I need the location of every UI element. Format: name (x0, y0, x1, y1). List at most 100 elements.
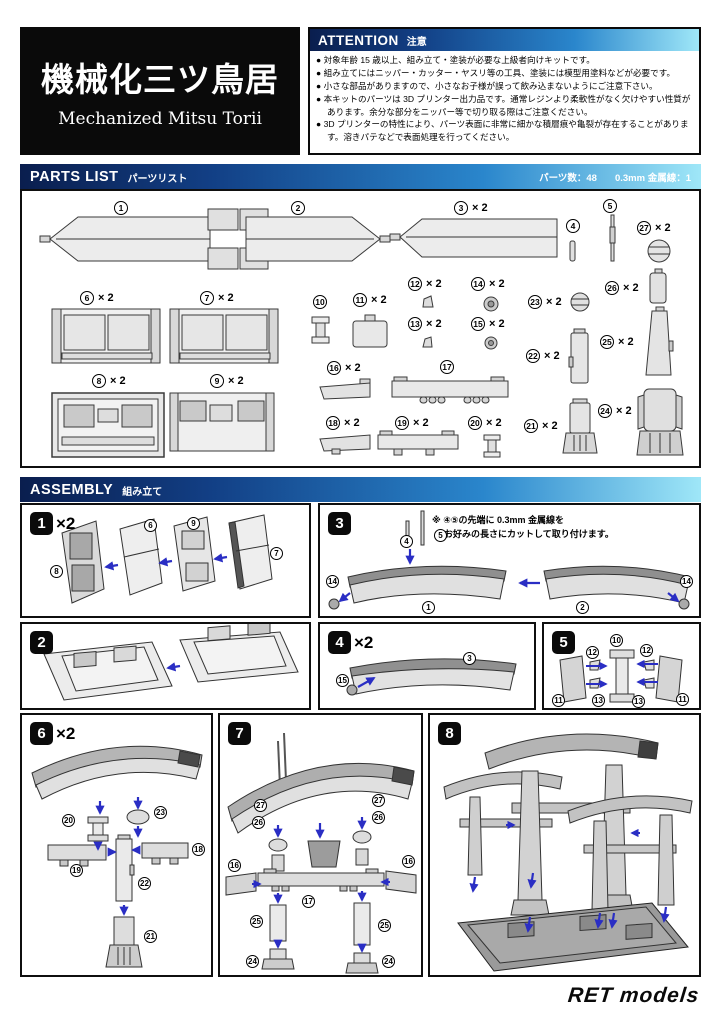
part-label-14: 14× 2 (471, 277, 505, 291)
step-7-diagram (225, 732, 417, 974)
callout-part: 26 (252, 816, 265, 829)
attention-bullet: ● 組み立てにはニッパー・カッター・ヤスリ等の工具、塗装には模型用塗料などが必要… (316, 67, 676, 78)
callout-part: 21 (144, 930, 157, 943)
callout-part: 11 (676, 693, 689, 706)
assembly-step-8: 8 (428, 713, 701, 977)
callout-part: 6 (144, 519, 157, 532)
callout-part: 10 (610, 634, 623, 647)
attention-heading: ATTENTION (318, 32, 399, 48)
step-3-badge: 3 (328, 512, 351, 535)
part-label-11: 11× 2 (353, 293, 387, 307)
callout-part: 16 (402, 855, 415, 868)
callout-part: 18 (192, 843, 205, 856)
callout-part: 23 (154, 806, 167, 819)
parts-list-heading: PARTS LIST (30, 168, 119, 185)
part-label-21: 21× 2 (524, 419, 558, 433)
part-label-19: 19× 2 (395, 416, 429, 430)
callout-part: 14 (326, 575, 339, 588)
step-5-diagram (559, 649, 683, 703)
callout-part: 5 (434, 529, 447, 542)
callout-part: 24 (382, 955, 395, 968)
callout-part: 19 (70, 864, 83, 877)
step-6-badge: 6 (30, 722, 53, 745)
part-label-9: 9× 2 (210, 374, 244, 388)
callout-part: 20 (62, 814, 75, 827)
part-label-6: 6× 2 (80, 291, 114, 305)
callout-part: 12 (640, 644, 653, 657)
callout-part: 16 (228, 859, 241, 872)
callout-part: 17 (302, 895, 315, 908)
step-8-badge: 8 (438, 722, 461, 745)
part-label-5: 5 (603, 199, 621, 213)
callout-part: 27 (372, 794, 385, 807)
callout-part: 12 (586, 646, 599, 659)
part-label-26: 26× 2 (605, 281, 639, 295)
callout-part: 26 (372, 811, 385, 824)
callout-part: 11 (552, 694, 565, 707)
part-label-23: 23× 2 (528, 295, 562, 309)
callout-part: 27 (254, 799, 267, 812)
callout-part: 24 (246, 955, 259, 968)
part-label-20: 20× 2 (468, 416, 502, 430)
part-label-17: 17 (440, 360, 458, 374)
assembly-step-2: 2 (20, 622, 311, 710)
part-label-18: 18× 2 (326, 416, 360, 430)
part-label-10: 10 (313, 295, 331, 309)
parts-sheet-illustration (39, 208, 684, 458)
assembly-step-5: 5 10 12 12 11 13 13 11 (542, 622, 701, 710)
part-label-15: 15× 2 (471, 317, 505, 331)
step-1-diagram (61, 514, 273, 604)
part-label-22: 22× 2 (526, 349, 560, 363)
step-2-badge: 2 (30, 631, 53, 654)
callout-part: 4 (400, 535, 413, 548)
callout-part: 13 (632, 695, 645, 708)
callout-part: 15 (336, 674, 349, 687)
callout-part: 2 (576, 601, 589, 614)
callout-part: 14 (680, 575, 693, 588)
attention-bullet: ● 対象年齢 15 歳以上、組み立て・塗装が必要な上級者向けキットです。 (316, 55, 595, 65)
kit-title-english: Mechanized Mitsu Torii (58, 109, 262, 129)
parts-list-header: PARTS LIST パーツリスト パーツ数：48 0.3mm 金属線：1 (20, 164, 701, 189)
step-4-diagram (346, 658, 517, 696)
step-8-diagram (443, 733, 693, 972)
title-block: 機械化三ツ鳥居 Mechanized Mitsu Torii (20, 27, 300, 155)
callout-part: 7 (270, 547, 283, 560)
part-label-2: 2 (291, 201, 309, 215)
assembly-step-6: 6×2 (20, 713, 213, 977)
part-label-12: 12× 2 (408, 277, 442, 291)
step-4-badge: 4 (328, 631, 351, 654)
step-1-badge: 1 (30, 512, 53, 535)
kit-title-japanese: 機械化三ツ鳥居 (41, 60, 279, 99)
part-label-16: 16× 2 (327, 361, 361, 375)
attention-heading-jp: 注意 (406, 36, 427, 48)
callout-part: 1 (422, 601, 435, 614)
part-label-8: 8× 2 (92, 374, 126, 388)
attention-list: ● 対象年齢 15 歳以上、組み立て・塗装が必要な上級者向けキットです。 ● 組… (316, 54, 693, 144)
attention-header: ATTENTION 注意 (310, 29, 699, 51)
step-7-badge: 7 (228, 722, 251, 745)
assembly-header: ASSEMBLY 組み立て (20, 477, 701, 502)
attention-bullet: ● 本キットのパーツは 3D プリンター出力品です。通常レジンより柔軟性がなく欠… (316, 93, 691, 117)
part-label-24: 24× 2 (598, 404, 632, 418)
assembly-heading: ASSEMBLY (30, 481, 114, 498)
step-5-badge: 5 (552, 631, 575, 654)
callout-part: 25 (378, 919, 391, 932)
attention-box: ATTENTION 注意 ● 対象年齢 15 歳以上、組み立て・塗装が必要な上級… (308, 27, 701, 155)
parts-list-heading-jp: パーツリスト (127, 174, 188, 185)
callout-part: 3 (463, 652, 476, 665)
part-label-25: 25× 2 (600, 335, 634, 349)
brand-logo: RET models (566, 984, 701, 1007)
step-6-diagram (31, 745, 203, 968)
callout-part: 8 (50, 565, 63, 578)
assembly-step-1: 1×2 8 6 9 7 (20, 503, 311, 618)
attention-bullet: ● 3D プリンターの特性により、パーツ表面に非常に細かな積層痕や亀裂が存在する… (316, 119, 689, 143)
callout-part: 13 (592, 694, 605, 707)
parts-list-panel: 1 2 3× 2 4 5 27× 2 6× 2 7× 2 10 11× 2 12… (20, 189, 701, 468)
parts-count-label: パーツ数：48 (539, 172, 597, 184)
part-label-3: 3× 2 (454, 201, 488, 215)
step-2-diagram (43, 624, 299, 701)
step-3-note: ※ ④⑤の先端に 0.3mm 金属線を お好みの長さにカットして取り付けます。 (432, 515, 614, 539)
part-label-7: 7× 2 (200, 291, 234, 305)
assembly-step-4: 4×2 3 15 (318, 622, 536, 710)
